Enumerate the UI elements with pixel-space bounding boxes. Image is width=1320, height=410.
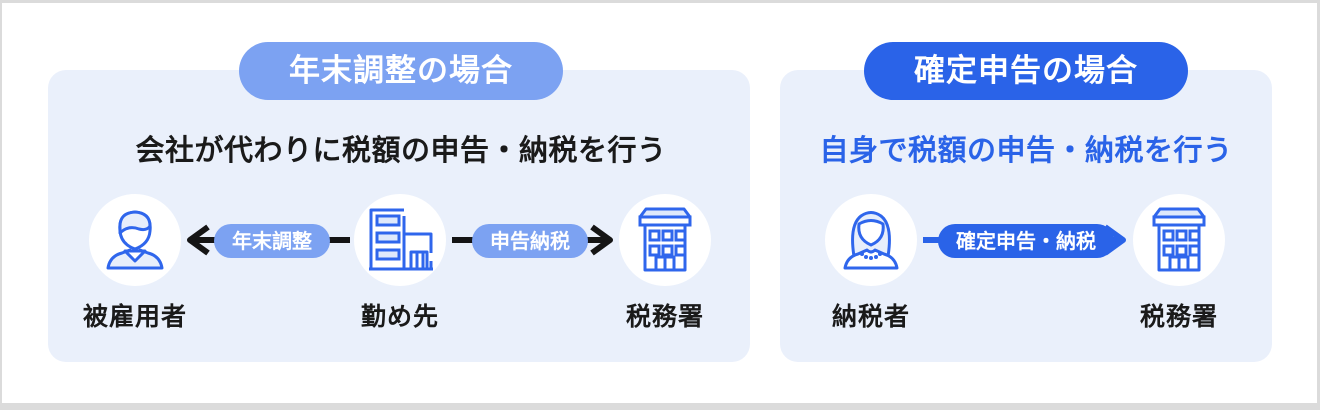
right-panel-title-pill: 確定申告の場合 <box>864 42 1188 100</box>
tax-office-icon <box>1152 207 1206 272</box>
taxpayer-label: 納税者 <box>831 302 911 331</box>
employee-label: 被雇用者 <box>82 302 188 331</box>
taxpayer-node <box>825 194 917 286</box>
workplace-node <box>354 194 446 286</box>
left-panel-title-pill: 年末調整の場合 <box>239 42 563 100</box>
workplace-label: 勤め先 <box>360 302 440 331</box>
tax-office-node-right <box>1133 194 1225 286</box>
right-panel-subtitle: 自身で税額の申告・納税を行う <box>819 133 1233 167</box>
office-building-icon <box>369 208 433 271</box>
left-panel-title: 年末調整の場合 <box>289 53 513 89</box>
tax-office-icon <box>638 207 692 272</box>
necklace-dots <box>860 252 882 260</box>
right-panel-title: 確定申告の場合 <box>914 53 1138 89</box>
tax-office-label-left: 税務署 <box>625 302 705 331</box>
employee-node <box>89 194 181 286</box>
taxpayer-icon <box>843 211 899 270</box>
tax-office-node-left <box>619 194 711 286</box>
left-panel-subtitle: 会社が代わりに税額の申告・納税を行う <box>135 133 667 167</box>
tax-office-label-right: 税務署 <box>1139 302 1219 331</box>
final-return-pill: 確定申告・納税 <box>938 224 1114 258</box>
employee-icon <box>106 210 164 270</box>
year-end-adjustment-pill: 年末調整 <box>214 224 330 258</box>
filing-payment-pill: 申告納税 <box>472 224 588 258</box>
